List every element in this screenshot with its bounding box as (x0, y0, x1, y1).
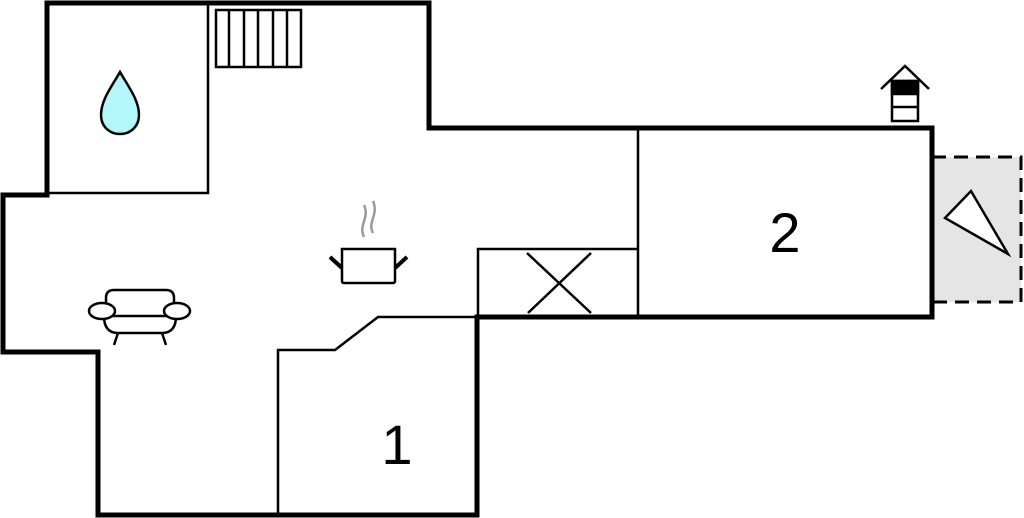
crossed-box-icon (526, 252, 592, 314)
bedroom-2-label: 2 (769, 201, 800, 264)
bedroom-1-label: 1 (381, 413, 412, 476)
terrace (930, 155, 1023, 304)
stairs-icon (214, 8, 303, 69)
exterior-wall (0, 0, 935, 518)
bedroom-1-wall (276, 315, 477, 513)
terrace-triangle-icon (942, 188, 1012, 258)
sofa-icon (87, 288, 192, 346)
shaft-wall (476, 247, 638, 315)
water-drop-icon (99, 69, 141, 136)
bathroom-wall (49, 5, 210, 195)
entrance-arrow-icon (880, 64, 930, 123)
cooking-pot-icon (328, 200, 409, 285)
